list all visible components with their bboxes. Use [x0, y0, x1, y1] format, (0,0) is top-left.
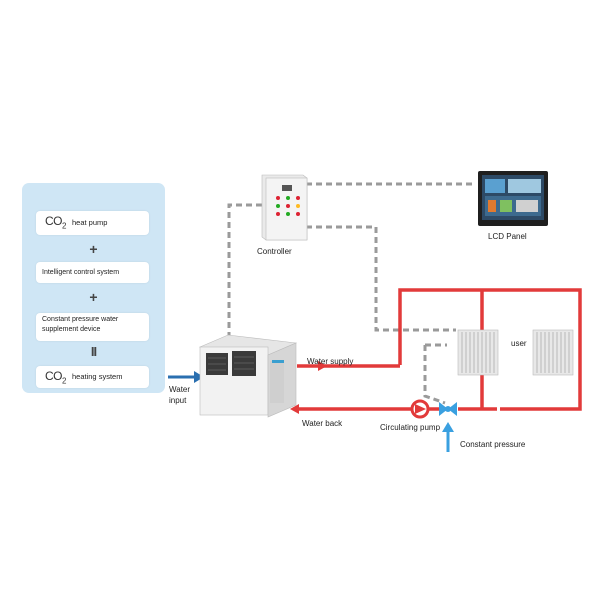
co2-heat-pump-box: CO2 heat pump: [36, 211, 149, 235]
controller-cabinet: [261, 174, 308, 241]
circulating-pump-label: Circulating pump: [380, 423, 441, 432]
valve-icon: [439, 402, 457, 416]
plus-sign: +: [89, 289, 98, 305]
water-back-arrow: [290, 404, 299, 414]
equals-sign: II: [90, 344, 97, 359]
lcd-panel-device: [478, 171, 548, 226]
controller-label: Controller: [257, 247, 292, 256]
plus-sign: +: [89, 241, 98, 257]
signal-lines: [227, 182, 476, 405]
radiator-2: [532, 329, 574, 376]
co2-formula: CO2: [45, 369, 66, 386]
control-system-box: Intelligent control system: [36, 262, 149, 283]
water-supplement-box: Constant pressure water supplement devic…: [36, 313, 149, 341]
system-composition-panel: CO2 heat pump + Intelligent control syst…: [22, 183, 165, 393]
water-input-label: Water input: [169, 385, 191, 405]
control-system-label: Intelligent control system: [42, 269, 120, 276]
supply-pipe-top: [398, 288, 582, 411]
heat-pump-unit: [198, 334, 298, 418]
water-supplement-label: Constant pressure water supplement devic…: [42, 316, 119, 333]
controller-to-user-line: [306, 225, 456, 332]
heat-pump-label: heat pump: [72, 218, 108, 227]
co2-heating-system-box: CO2 heating system: [36, 366, 149, 388]
user-label: user: [511, 339, 527, 348]
radiator-1: [457, 329, 499, 376]
constant-pressure-label: Constant pressure: [460, 440, 526, 449]
co2-formula: CO2: [45, 214, 66, 231]
heating-system-label: heating system: [72, 372, 123, 381]
water-supply-label: Water supply: [307, 357, 354, 366]
constant-pressure-arrow: [442, 422, 454, 452]
water-back-label: Water back: [302, 419, 343, 428]
circulating-pump-icon: [410, 399, 430, 419]
lcd-panel-label: LCD Panel: [488, 232, 527, 241]
water-input-arrow: [168, 371, 204, 383]
water-supply-arrow: [318, 361, 327, 371]
controller-to-heatpump-line: [227, 203, 262, 338]
controller-to-pump-line: [423, 343, 447, 405]
